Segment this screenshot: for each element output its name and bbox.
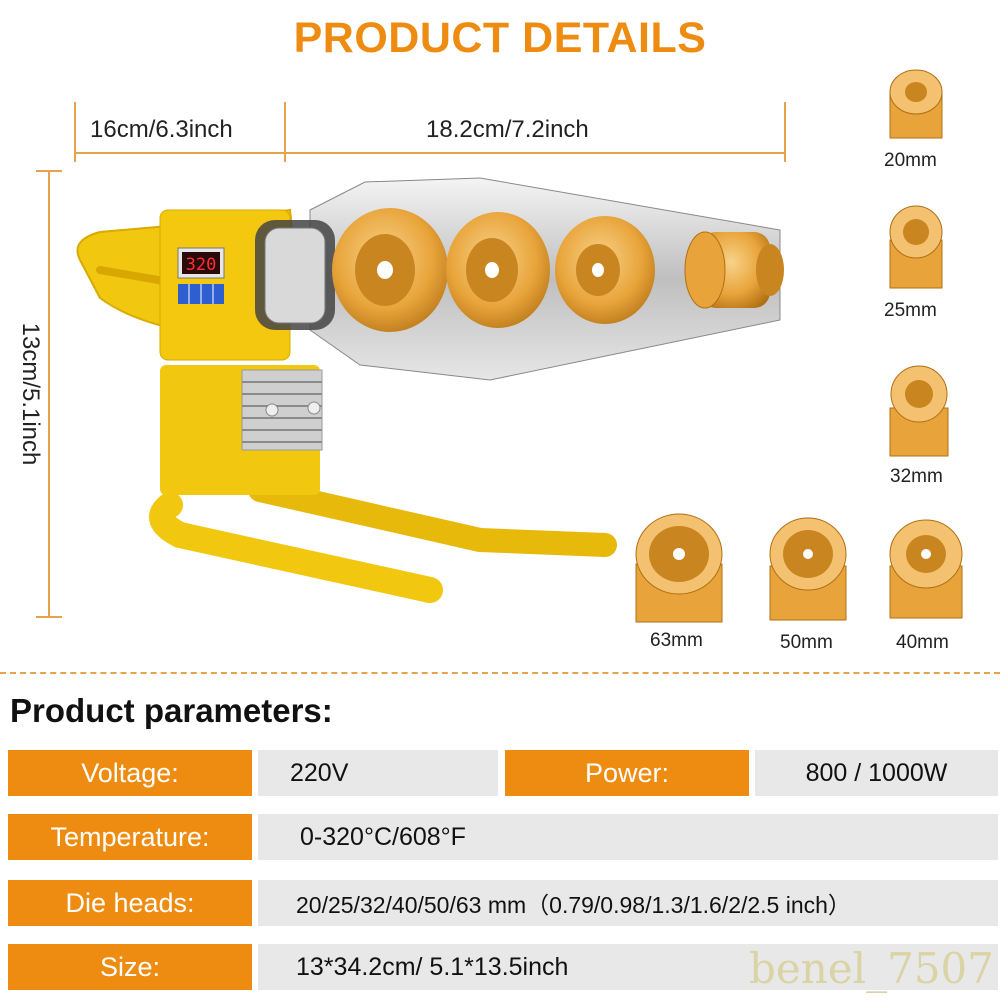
- height-label: 13cm/5.1inch: [17, 322, 44, 466]
- dimension-tick-middle: [284, 102, 286, 162]
- dimension-tick-right: [784, 102, 786, 162]
- dimension-line-vertical: [48, 170, 50, 618]
- voltage-value: 220V: [258, 750, 498, 796]
- dimension-line-top: [74, 152, 786, 154]
- handle-length-label: 16cm/6.3inch: [90, 116, 233, 143]
- power-value: 800 / 1000W: [755, 750, 998, 796]
- plate-length-label: 18.2cm/7.2inch: [426, 116, 589, 143]
- die-label-63mm: 63mm: [650, 630, 703, 651]
- dimension-tick-left: [74, 102, 76, 162]
- params-title: Product parameters:: [10, 692, 333, 729]
- dimension-tick-vert-top: [36, 170, 62, 172]
- die-label-25mm: 25mm: [884, 300, 937, 321]
- page-title: PRODUCT DETAILS: [293, 14, 707, 62]
- die-heads-label: Die heads:: [8, 880, 252, 926]
- die-head-4: [684, 231, 784, 309]
- die-heads-value: 20/25/32/40/50/63 mm（0.79/0.98/1.3/1.6/2…: [258, 880, 998, 926]
- die-label-32mm: 32mm: [890, 466, 943, 487]
- dimension-tick-vert-bottom: [36, 616, 62, 618]
- die-label-20mm: 20mm: [884, 150, 937, 171]
- stand-leg-back: [248, 478, 617, 557]
- die-20mm-icon: [889, 69, 943, 139]
- stand-leg-front: [149, 492, 443, 603]
- voltage-label: Voltage:: [8, 750, 252, 796]
- die-63mm-icon: [635, 513, 723, 623]
- die-head-1: [332, 208, 448, 332]
- watermark: benel_7507: [749, 944, 994, 993]
- size-label: Size:: [8, 944, 252, 990]
- section-divider: [0, 672, 1000, 674]
- welding-machine-illustration: 320: [76, 177, 784, 603]
- die-head-2: [446, 212, 550, 328]
- temperature-value: 0-320°C/608°F: [258, 814, 998, 860]
- die-label-40mm: 40mm: [896, 632, 949, 653]
- die-label-50mm: 50mm: [780, 632, 833, 653]
- die-32mm-icon: [889, 365, 949, 457]
- die-25mm-icon: [889, 205, 943, 289]
- size-value: 13*34.2cm/ 5.1*13.5inch: [258, 944, 998, 990]
- display-readout: 320: [186, 255, 217, 275]
- die-50mm-icon: [769, 517, 847, 621]
- power-label: Power:: [505, 750, 749, 796]
- temperature-label: Temperature:: [8, 814, 252, 860]
- die-40mm-icon: [889, 519, 963, 619]
- die-head-3: [555, 216, 655, 324]
